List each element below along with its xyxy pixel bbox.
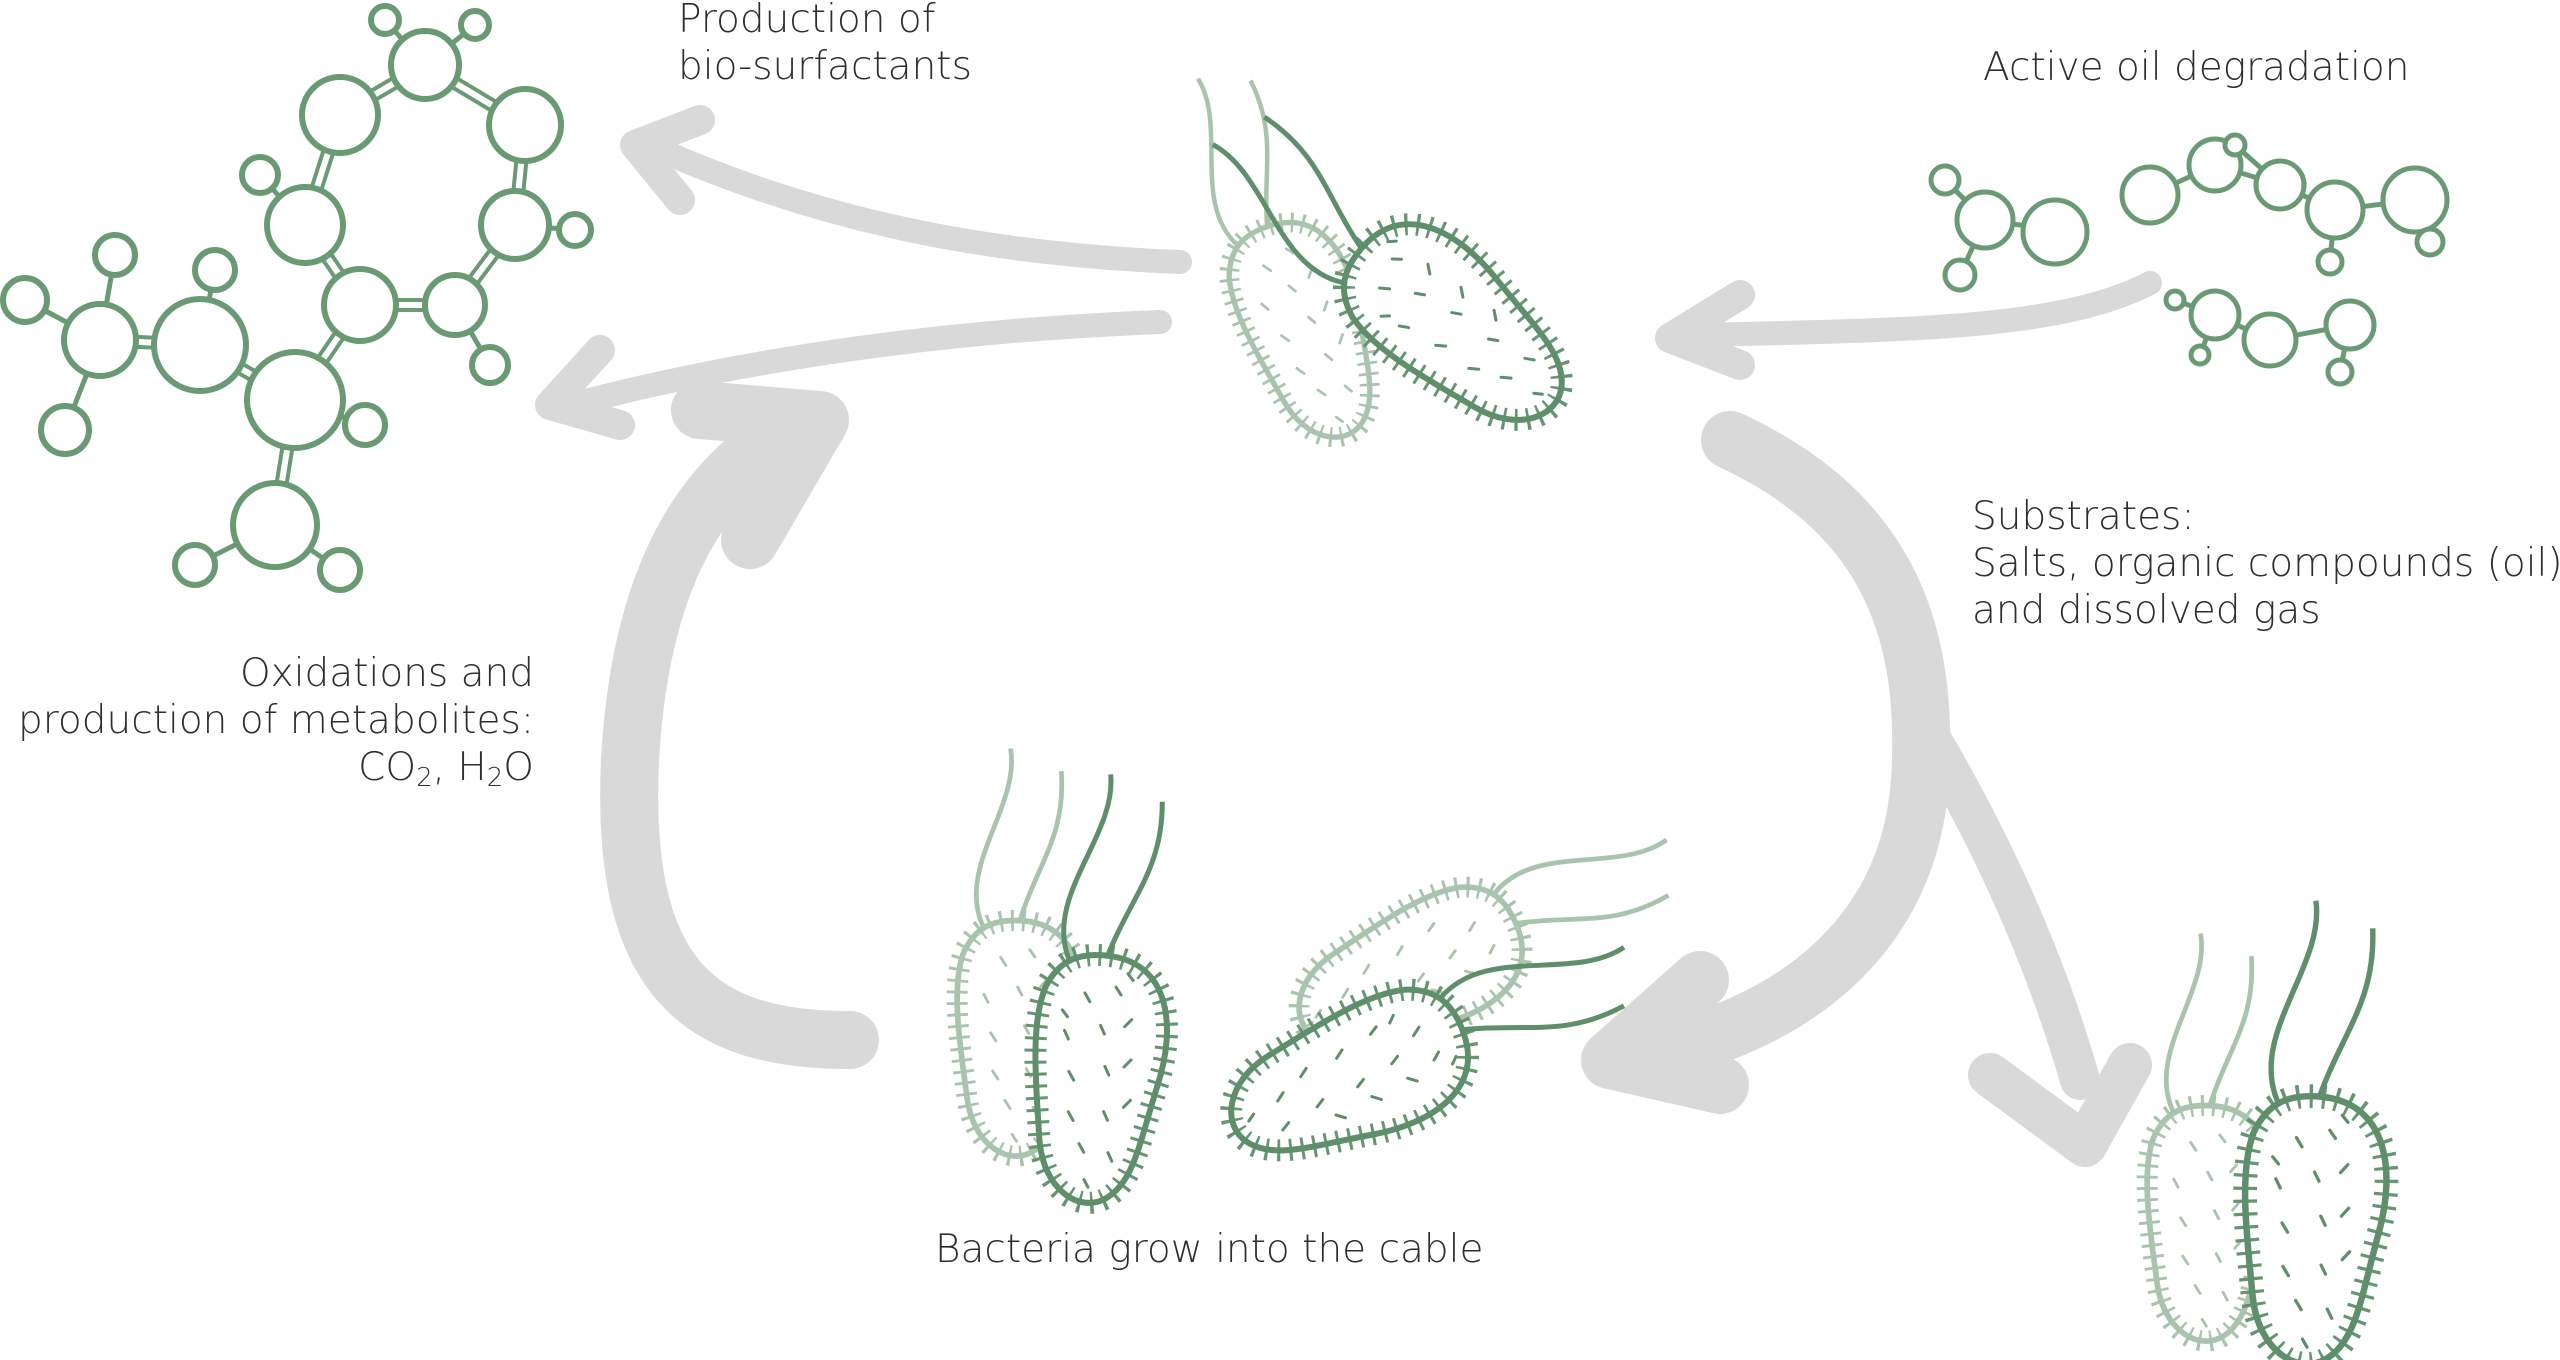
arrow-from-oil-icon — [1655, 271, 2162, 380]
oil-molecule-icon — [1928, 132, 2450, 387]
bacteria-growing-right-icon — [1209, 806, 1700, 1181]
label-bio-surfactants: Production of bio-surfactants — [678, 0, 972, 90]
arrow-branch-icon — [1900, 700, 2152, 1167]
bacteria-growing-left-icon — [946, 746, 1203, 1211]
label-substrates-line2: Salts, organic compounds (oil) — [1972, 541, 2560, 586]
bacteria-top-pair-icon — [1165, 53, 1593, 459]
formula-o: O — [503, 745, 534, 790]
arrow-cycle-up-icon — [600, 381, 879, 1069]
metabolite-molecule-icon — [0, 3, 594, 593]
arrow-cycle-down-icon — [1581, 411, 1951, 1114]
label-oil-degradation: Active oil degradation — [1983, 45, 2410, 90]
label-metabolites-formula: CO2, H2O — [18, 744, 534, 791]
cycle-arrows — [535, 105, 2162, 1167]
formula-co: CO — [358, 745, 417, 790]
formula-h: H — [457, 745, 487, 790]
label-bio-surfactants-line2: bio-surfactants — [678, 44, 972, 89]
formula-separator: , — [432, 745, 458, 790]
formula-h-subscript: 2 — [486, 763, 504, 793]
label-oxidations-line1: Oxidations and — [239, 651, 534, 696]
arrow-to-surfactants-icon — [620, 105, 1192, 274]
arrow-to-metabolites-icon — [535, 310, 1172, 440]
label-oxidations-line2: production of metabolites: — [17, 698, 534, 743]
formula-co-subscript: 2 — [416, 763, 433, 793]
bacteria-bottom-right-icon — [2136, 896, 2416, 1360]
label-oxidations: Oxidations and production of metabolites… — [18, 650, 534, 791]
label-bio-surfactants-line1: Production of — [678, 0, 936, 42]
label-substrates: Substrates: Salts, organic compounds (oi… — [1972, 493, 2560, 634]
label-substrates-line3: and dissolved gas — [1972, 588, 2321, 633]
label-bacteria-grow: Bacteria grow into the cable — [935, 1227, 1484, 1272]
label-substrates-line1: Substrates: — [1972, 494, 2195, 539]
